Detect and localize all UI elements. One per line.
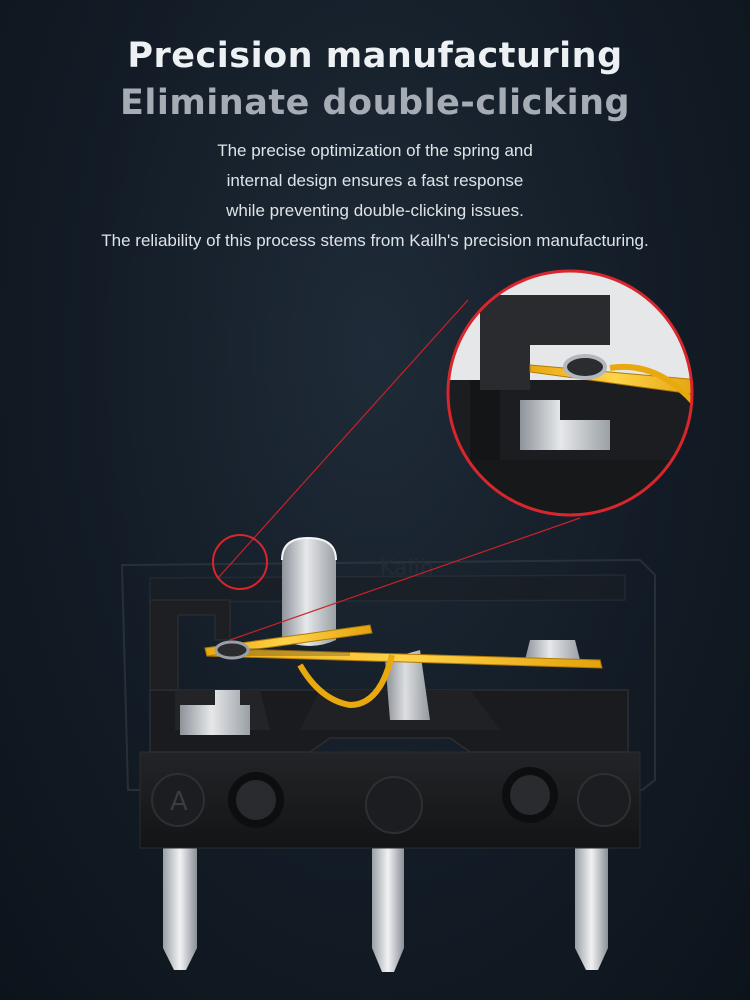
description-line: The reliability of this process stems fr… xyxy=(101,231,649,250)
callout-zoom-circle xyxy=(446,269,694,517)
contact-brackets xyxy=(180,640,580,735)
callout xyxy=(212,299,581,641)
description-line: while preventing double-clicking issues. xyxy=(226,201,524,220)
terminal-pin xyxy=(575,840,608,970)
plunger xyxy=(281,536,337,646)
housing-emboss-text: Kailh xyxy=(380,556,434,581)
description-line: The precise optimization of the spring a… xyxy=(217,141,533,160)
subheadline: Eliminate double-clicking xyxy=(119,83,631,123)
description: The precise optimization of the spring a… xyxy=(0,136,750,256)
terminal-pins xyxy=(163,840,608,972)
transparent-housing-outline: Kailh xyxy=(120,556,656,791)
zoom-detail xyxy=(446,269,694,517)
spring-leaf xyxy=(204,624,603,709)
switch-base: A xyxy=(139,751,641,849)
pin-a-label: A xyxy=(170,787,188,817)
callout-small-circle xyxy=(212,534,268,590)
terminal-pin xyxy=(372,840,404,972)
headline: Precision manufacturing xyxy=(127,36,623,76)
title-block: Precision manufacturing Eliminate double… xyxy=(0,32,750,126)
switch-arm xyxy=(149,599,231,691)
description-line: internal design ensures a fast response xyxy=(226,171,524,190)
terminal-pin xyxy=(163,840,197,970)
